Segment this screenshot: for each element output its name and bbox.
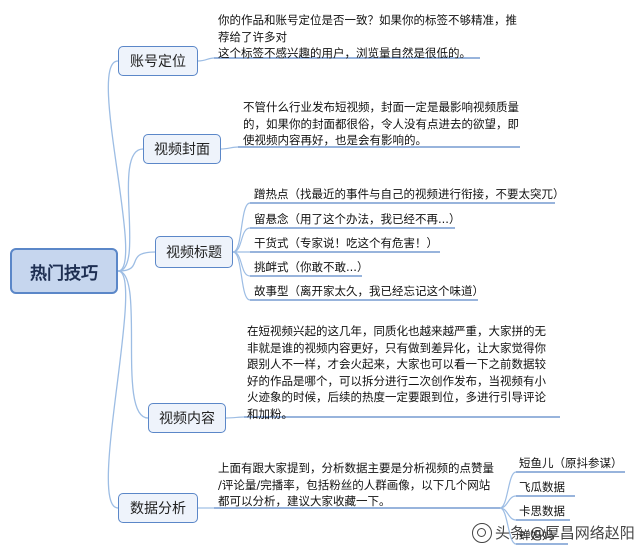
data-analysis-text: 上面有跟大家提到，分析数据主要是分析视频的点赞量/评论量/完播率，包括粉丝的人群…: [218, 461, 494, 508]
title-item-suspense: 留悬念（用了这个办法，我已经不再...）: [254, 212, 461, 226]
tool-item-duanyuer: 短鱼儿（原抖参谋）: [519, 456, 623, 470]
title-item-hot-topic: 蹭热点（找最近的事件与自己的视频进行衔接，不要太突兀）: [254, 187, 565, 201]
link-tool-3: [499, 507, 517, 545]
branch-video-cover[interactable]: 视频封面: [143, 134, 221, 164]
branch-video-title[interactable]: 视频标题: [155, 236, 233, 268]
video-cover-text: 不管什么行业发布短视频，封面一定是最影响视频质量的，如果你的封面都很俗，令人没有…: [243, 100, 519, 147]
title-item-story: 故事型（离开家太久，我已经忘记这个味道）: [254, 284, 484, 298]
link-cover: [220, 146, 239, 150]
account-positioning-text: 你的作品和账号定位是否一致？如果你的标签不够精准，推荐给了许多对这个标签不感兴趣…: [218, 13, 517, 60]
root-node[interactable]: 热门技巧: [10, 248, 118, 294]
link-content: [225, 416, 245, 419]
root-link-2: [117, 251, 156, 272]
watermark: 头条 @厚昌网络赵阳: [472, 522, 635, 543]
link-tool-1: [499, 495, 517, 509]
root-link-0: [107, 60, 127, 272]
link-title-0: [232, 202, 251, 253]
root-link-1: [117, 148, 144, 272]
title-item-practical: 干货式（专家说！吃这个有危害！）: [254, 236, 438, 250]
link-title-1: [232, 227, 251, 253]
watermark-logo: [472, 522, 492, 543]
branch-data-analysis[interactable]: 数据分析: [118, 493, 198, 523]
tool-item-kasi: 卡思数据: [519, 504, 565, 518]
tool-item-chanmama: 蝉妈妈: [519, 528, 554, 542]
root-link-4: [107, 270, 127, 509]
watermark-text: 头条 @厚昌网络赵阳: [495, 524, 635, 542]
branch-video-content[interactable]: 视频内容: [148, 403, 226, 433]
root-link-3: [117, 270, 149, 419]
tool-item-feigua: 飞瓜数据: [519, 480, 565, 494]
link-tool-0: [499, 471, 517, 509]
branch-account-positioning[interactable]: 账号定位: [118, 46, 198, 76]
link-title-4: [232, 251, 251, 301]
title-item-provocative: 挑衅式（你敢不敢...）: [254, 260, 369, 274]
link-account: [197, 57, 215, 62]
video-content-text: 在短视频兴起的这几年，同质化也越来越严重，大家拼的无非就是谁的视频内容更好，只有…: [247, 324, 546, 421]
